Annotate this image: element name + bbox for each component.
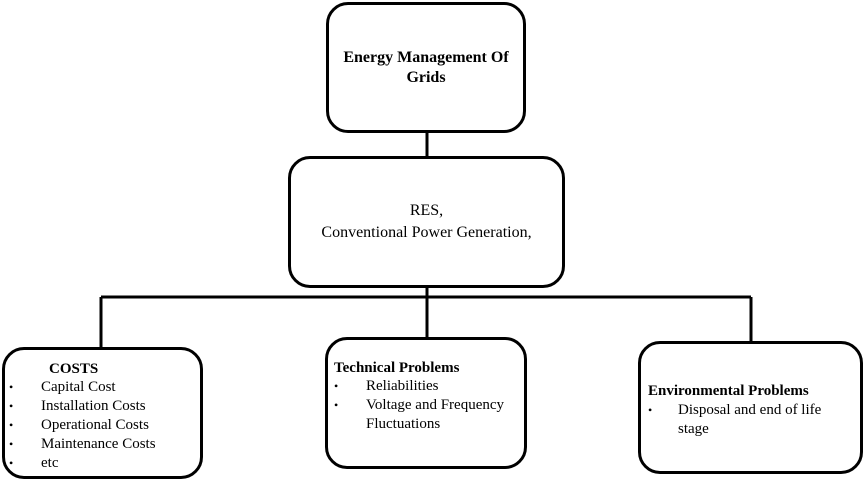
bullet-icon: • [334, 398, 339, 412]
list-item: •Voltage and Frequency Fluctuations [334, 397, 505, 432]
environmental-node-box: Environmental Problems •Disposal and end… [638, 341, 863, 474]
list-item: •Capital Cost [9, 379, 116, 395]
bullet-icon: • [9, 456, 14, 470]
bullet-icon: • [9, 437, 14, 451]
list-item: •Operational Costs [9, 417, 149, 433]
generation-node-box: RES, Conventional Power Generation, [288, 156, 565, 288]
environmental-heading: Environmental Problems [648, 383, 809, 399]
bullet-icon: • [648, 403, 653, 417]
bullet-icon: • [9, 399, 14, 413]
technical-heading: Technical Problems [334, 360, 460, 376]
bullet-icon: • [9, 380, 14, 394]
environmental-list: •Disposal and end of life stage [648, 401, 853, 439]
technical-list: •Reliabilities •Voltage and Frequency Fl… [334, 377, 516, 434]
list-item: •Reliabilities [334, 378, 439, 394]
generation-line-conventional: Conventional Power Generation, [321, 224, 532, 241]
list-item: •etc [9, 455, 59, 471]
list-item: •Maintenance Costs [9, 436, 156, 452]
technical-node-box: Technical Problems •Reliabilities •Volta… [325, 337, 527, 469]
bullet-icon: • [334, 379, 339, 393]
costs-node-box: COSTS •Capital Cost •Installation Costs … [2, 347, 203, 479]
generation-line-res: RES, [409, 202, 444, 219]
root-node-title: Energy Management Of Grids [343, 48, 509, 86]
bullet-icon: • [9, 418, 14, 432]
list-item: •Installation Costs [9, 398, 146, 414]
root-node-box: Energy Management Of Grids [326, 2, 526, 133]
costs-list: •Capital Cost •Installation Costs •Opera… [9, 378, 201, 473]
list-item: •Disposal and end of life stage [648, 402, 822, 437]
costs-heading: COSTS [49, 361, 99, 377]
